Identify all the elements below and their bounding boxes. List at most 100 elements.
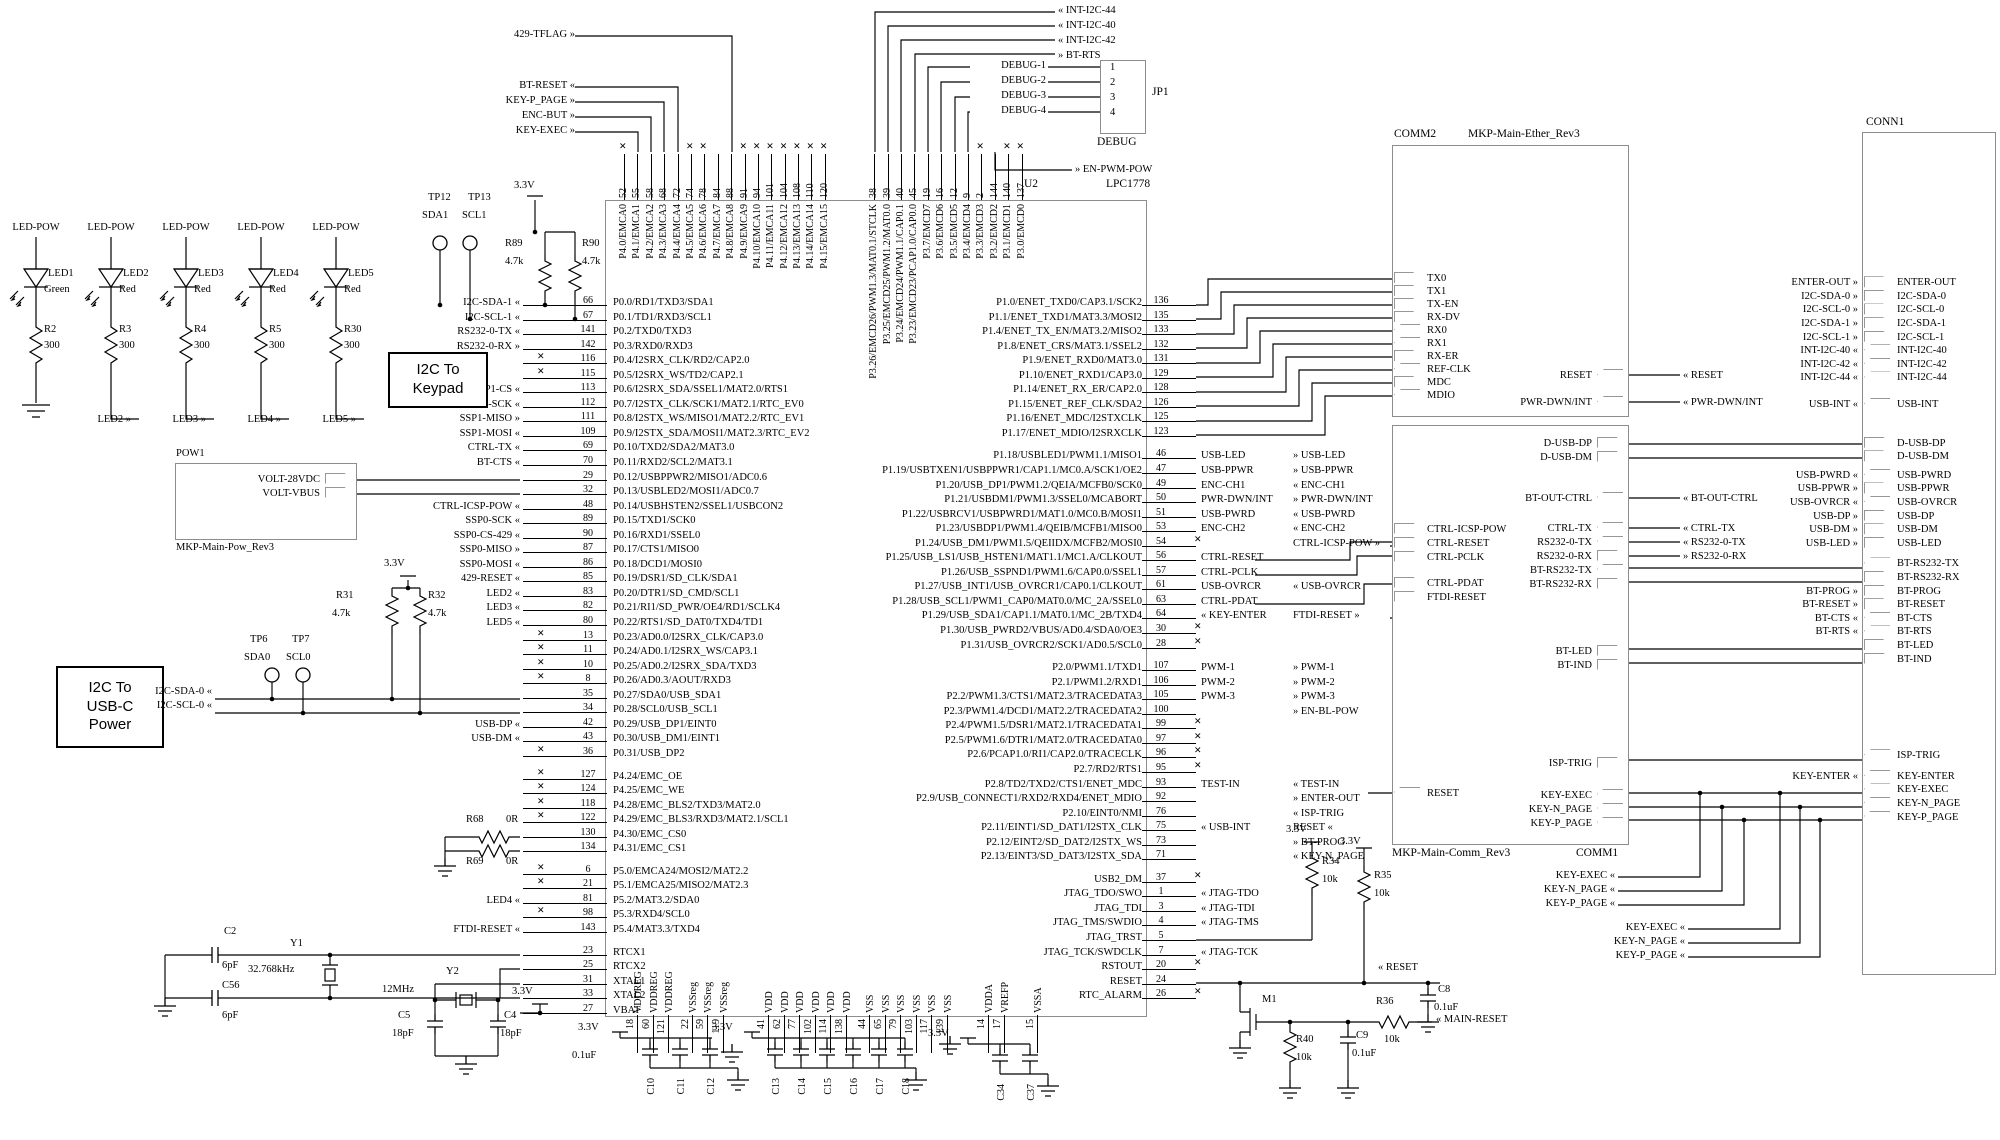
net-flag: BT-PROG »: [1806, 585, 1858, 597]
pin-name: P0.1/TD1/RXD3/SCL1: [613, 311, 712, 323]
pin-name: P1.18/USBLED1/PWM1.1/MISO1: [993, 450, 1142, 462]
led-net-flag: LED2 »: [97, 414, 131, 425]
mcu-top-pin: ✕ 9 P3.4/EMCD4: [962, 140, 975, 335]
pin-shape: [1864, 398, 1890, 410]
pin-shape: [1394, 550, 1420, 562]
net-flag: « INT-I2C-40: [1058, 20, 1116, 31]
net-flag: SSP1-CS «: [473, 384, 520, 396]
pin-wire: ✕: [1180, 690, 1196, 701]
net-flag: » PWM-2: [1293, 676, 1335, 688]
pin-name: P1.19/USBTXEN1/USBPPWR1/CAP1.1/MC0.A/SCK…: [882, 465, 1142, 477]
no-connect-icon: ✕: [537, 876, 545, 887]
led-pow-net-label: LED-POW: [12, 222, 60, 233]
mcu-top-pin: ✕ 84 P4.7/EMCA7: [712, 140, 725, 335]
pin-label: KEY-EXEC: [1540, 789, 1592, 801]
comm1-right-pins: D-USB-DP D-USB-DM BT-OUT-CTRL « BT-OUT-C…: [1420, 425, 1758, 830]
note-line: USB-C: [86, 697, 134, 715]
led-resistor-refdes: R2: [44, 324, 57, 335]
connector-pin: KEY-ENTER « KEY-ENTER: [1792, 769, 1992, 783]
bank1-rail-label: 3.3V: [578, 1022, 599, 1033]
mcu-pin-row: JTAG_TCK/SWDCLK 7 ✕ « JTAG-TCK: [832, 945, 1552, 961]
c56-refdes: C56: [222, 980, 240, 991]
no-connect-icon: ✕: [1194, 730, 1202, 741]
key-flag-stack-1: KEY-EXEC «KEY-N_PAGE «KEY-P_PAGE «: [1460, 870, 1615, 912]
mcu-pin-row: ✕ 23 RTCX1: [180, 945, 980, 961]
c4-refdes: C4: [504, 1010, 517, 1021]
ground-m1: [1228, 1039, 1252, 1059]
module-pin: [1420, 464, 1625, 491]
pin-wire: ✕: [523, 960, 569, 971]
comm1-module: [1392, 425, 1629, 845]
pin-number: 17: [991, 1019, 1003, 1029]
pin-shape: [1597, 577, 1623, 589]
no-connect-icon: ✕: [537, 671, 545, 682]
pin-label: BT-RS232-TX: [1529, 564, 1592, 576]
bank1-cap-value: 0.1uF: [572, 1050, 597, 1061]
pin-shape: [1864, 598, 1890, 610]
pin-name: P0.11/RXD2/SCL2/MAT3.1: [613, 457, 733, 469]
pin-shape: [1597, 521, 1623, 533]
pin-number: 133: [1142, 325, 1180, 336]
net-flag: USB-INT «: [1808, 399, 1858, 411]
net-flag: I2C-SCL-0 «: [156, 700, 212, 711]
led-symbol: [159, 237, 214, 420]
pin-label: RESET: [1427, 787, 1460, 799]
net-flag: RS232-0-RX »: [456, 340, 520, 352]
mcu-pin-row: ✕ 124 P4.25/EMC_WE: [180, 781, 980, 799]
pin-name: P5.2/MAT3.2/SDA0: [613, 894, 700, 906]
pin-name: VDDREG: [633, 971, 644, 1013]
pin-wire: ✕: [523, 828, 569, 838]
mcu-top-pin: ✕ 78 P4.6/EMCA6: [698, 140, 711, 335]
rail-3v3-label: 3.3V: [514, 180, 535, 191]
connector-pin: [1864, 411, 1992, 436]
comm2-module: [1392, 145, 1629, 417]
note-line: I2C To: [416, 361, 460, 379]
pin-name: P2.10/EINT0/NMI: [1062, 807, 1142, 819]
comm1-refdes: COMM1: [1576, 847, 1619, 859]
pin-label: VOLT-28VDC: [257, 473, 320, 485]
connector-pin: USB-LED » USB-LED: [1806, 536, 1992, 551]
pin-wire: ✕: [523, 441, 569, 452]
module-pin: KEY-EXEC: [1420, 788, 1625, 802]
pin-name: P0.2/TXD0/TXD3: [613, 326, 692, 338]
net-flag: LED3 «: [486, 602, 520, 614]
mcu-right-pins: P1.0/ENET_TXD0/CAP3.1/SCK2 136 ✕ P1.1/EN…: [832, 296, 1552, 1004]
module-pin: VOLT-28VDC: [177, 472, 353, 486]
pin-shape: [1597, 396, 1623, 407]
pin-label: USB-LED: [1897, 537, 1942, 549]
pin-wire: ✕: [523, 427, 569, 437]
connector-pin: BT-CTS « BT-CTS: [1815, 611, 1992, 625]
pin-number: 125: [1142, 412, 1180, 423]
mcu-bottom-pin: [1012, 935, 1030, 953]
net-flag: » USB-LED: [1293, 450, 1346, 462]
r31-value: 4.7k: [332, 608, 351, 619]
pin-shape: [1394, 363, 1420, 374]
wire-net-label: PWM-2: [1201, 676, 1235, 688]
pin-shape: [1394, 298, 1420, 309]
pin-wire: ✕: [523, 485, 569, 496]
led-color: Red: [344, 284, 361, 295]
connector-pin: BT-RS232-TX: [1864, 557, 1992, 571]
pin-number: 121: [656, 1019, 667, 1034]
r36-refdes: R36: [1376, 996, 1394, 1007]
mcu-pin-row: P1.16/ENET_MDC/I2STXCLK 125 ✕: [832, 412, 1552, 427]
no-connect-icon: ✕: [739, 141, 748, 151]
ground-y2: [454, 1055, 478, 1075]
pin-number: 78: [698, 188, 710, 198]
mcu-pin-row: SSP0-CS-429 « ✕ 90 P0.16/RXD1/SSEL0: [180, 528, 980, 544]
pin-name: P4.8/EMCA8: [725, 204, 737, 259]
mcu-pin-row: P2.0/PWM1.1/TXD1 107 ✕ PWM-1 » PWM-1: [832, 661, 1552, 676]
r34-refdes: R34: [1322, 856, 1340, 867]
mcu-top-pin: ✕ 52 P4.0/EMCA0: [618, 140, 631, 335]
pin-wire: ✕: [523, 572, 569, 583]
pin-name: P1.26/USB_SSPND1/PWM1.6/CAP0.0/SSEL1: [940, 566, 1142, 578]
no-connect-icon: ✕: [1194, 716, 1202, 727]
net-flag: I2C-SCL-1 «: [464, 311, 520, 323]
pin-name: P0.15/TXD1/SCK0: [613, 515, 696, 527]
pin-number: 123: [1142, 426, 1180, 437]
pin-wire: ✕: [1180, 716, 1202, 730]
pin-number: 110: [805, 183, 817, 198]
tp12-refdes: TP12: [428, 192, 451, 203]
pin-number: 140: [1002, 183, 1014, 198]
